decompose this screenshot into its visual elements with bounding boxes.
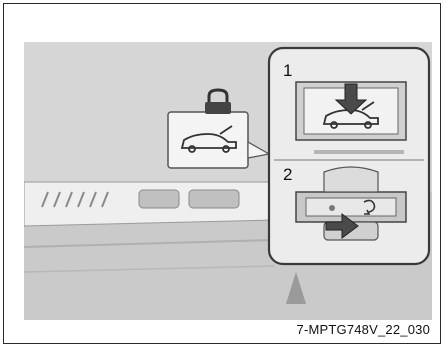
figure-caption: 7-MPTG748V_22_030 bbox=[297, 322, 430, 337]
trim-slot bbox=[189, 190, 239, 208]
callout-number-2: 2 bbox=[283, 166, 292, 183]
switch-edge bbox=[314, 150, 404, 154]
illustration-svg bbox=[24, 42, 432, 320]
callout-number-1: 1 bbox=[283, 62, 292, 79]
trunk-opener-illustration: 1 2 bbox=[24, 42, 432, 320]
figure-frame: 1 2 7-MPTG748V_22_030 bbox=[3, 3, 441, 344]
trim-slot bbox=[139, 190, 179, 208]
